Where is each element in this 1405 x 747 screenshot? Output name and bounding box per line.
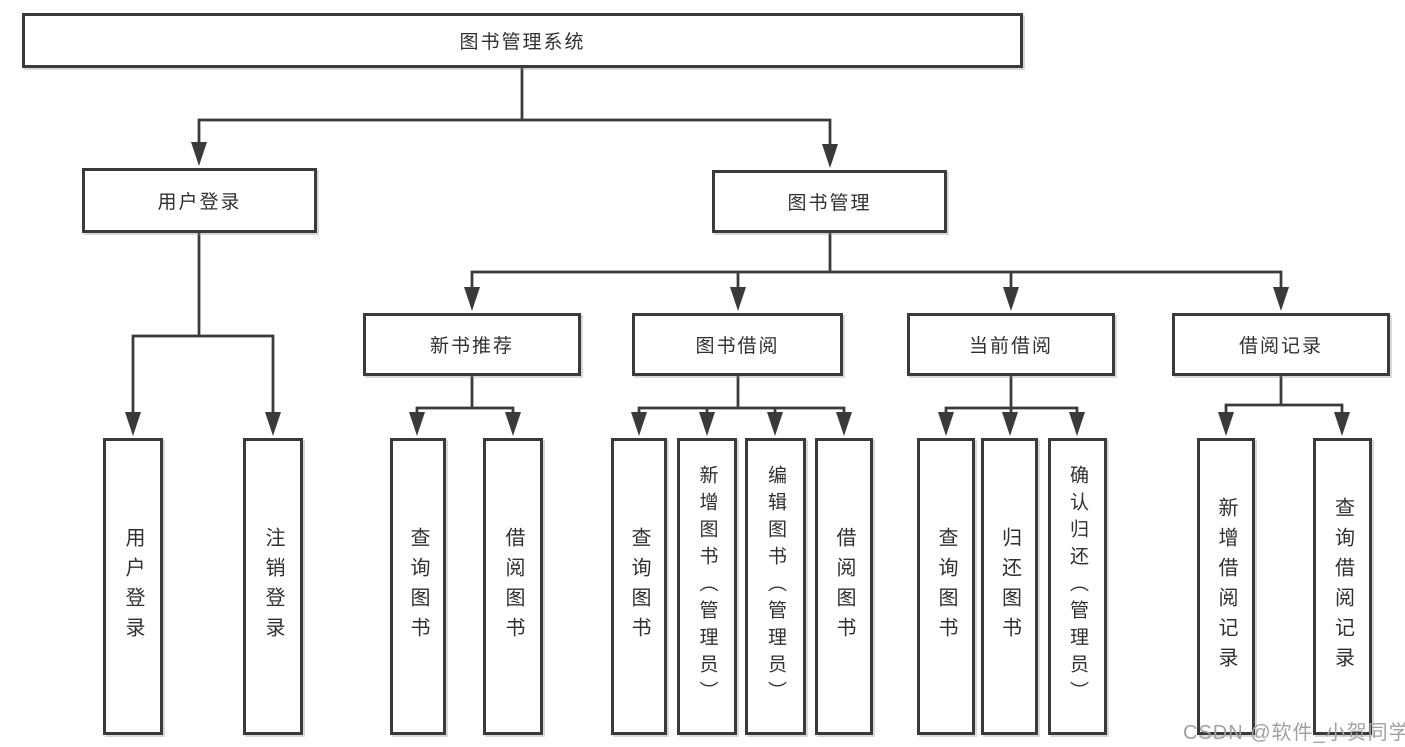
- connector-borrowrecord-to-leaves: [1224, 371, 1344, 416]
- leaf-logout: 注销登录: [243, 438, 303, 735]
- connector-bookmgmt-to-level2: [470, 231, 1283, 291]
- arrowhead: [1334, 412, 1350, 436]
- leaf-label: 借阅图书: [833, 526, 855, 647]
- node-label: 用户登录: [157, 192, 242, 213]
- leaf-label: 新增借阅记录: [1215, 496, 1237, 677]
- node-book-management: 图书管理: [712, 170, 947, 233]
- leaf-label: 编辑图书（管理员）: [765, 465, 786, 708]
- arrowhead: [265, 412, 281, 436]
- leaf-user-login: 用户登录: [103, 438, 163, 735]
- leaf-label: 查询图书: [935, 526, 957, 647]
- arrowhead: [191, 142, 207, 166]
- leaf-borrow-books: 借阅图书: [815, 438, 873, 735]
- arrowhead: [730, 287, 746, 311]
- leaf-query-books-current: 查询图书: [917, 438, 975, 735]
- node-label: 图书管理系统: [459, 32, 586, 53]
- leaf-label: 查询图书: [407, 526, 429, 647]
- arrowhead: [822, 144, 838, 168]
- node-new-book-recommendation: 新书推荐: [363, 313, 581, 376]
- leaf-label: 查询图书: [628, 526, 650, 647]
- leaf-edit-books-admin: 编辑图书（管理员）: [745, 438, 806, 735]
- arrowheads: [125, 142, 1350, 436]
- arrowhead: [767, 412, 783, 436]
- arrowhead: [409, 412, 425, 436]
- node-label: 借阅记录: [1238, 336, 1323, 357]
- arrowhead: [836, 412, 852, 436]
- leaf-label: 查询借阅记录: [1331, 496, 1354, 677]
- connector-userlogin-to-leaves: [131, 231, 275, 415]
- leaf-query-books-borrowing: 查询图书: [611, 438, 667, 735]
- arrowhead: [1273, 287, 1289, 311]
- node-book-borrowing: 图书借阅: [632, 313, 843, 376]
- leaf-label: 新增图书（管理员）: [696, 465, 718, 708]
- leaf-borrow-books-recommend: 借阅图书: [483, 438, 543, 735]
- node-label: 新书推荐: [429, 336, 514, 357]
- connector-bookborrow-to-leaves: [637, 374, 846, 416]
- leaf-add-borrow-record: 新增借阅记录: [1197, 438, 1255, 735]
- node-label: 当前借阅: [968, 336, 1053, 357]
- node-library-management-system: 图书管理系统: [22, 13, 1023, 68]
- leaf-label: 归还图书: [998, 526, 1021, 647]
- node-label: 图书管理: [787, 193, 872, 214]
- leaf-query-books-recommend: 查询图书: [390, 438, 446, 735]
- node-label: 图书借阅: [695, 336, 780, 357]
- connector-root-to-level1: [197, 66, 832, 147]
- csdn-watermark: CSDN @软件_小贺同学: [1183, 722, 1405, 744]
- node-current-borrowing: 当前借阅: [907, 313, 1115, 376]
- leaf-label: 确认归还（管理员）: [1067, 465, 1088, 708]
- leaf-label: 借阅图书: [502, 526, 524, 647]
- connector-currentborrow-to-leaves: [944, 373, 1079, 416]
- arrowhead: [699, 412, 715, 436]
- arrowhead: [1069, 412, 1085, 436]
- arrowhead: [1003, 287, 1019, 311]
- leaf-query-borrow-record: 查询借阅记录: [1313, 438, 1372, 735]
- arrowhead: [125, 412, 141, 436]
- arrowhead: [938, 412, 954, 436]
- leaf-add-books-admin: 新增图书（管理员）: [677, 438, 737, 735]
- leaf-return-books: 归还图书: [981, 438, 1038, 735]
- node-borrowing-records: 借阅记录: [1172, 313, 1390, 376]
- arrowhead: [1218, 412, 1234, 436]
- arrowhead: [1002, 412, 1018, 436]
- leaf-label: 注销登录: [262, 526, 284, 647]
- arrowhead: [631, 412, 647, 436]
- connector-newbook-to-leaves: [415, 374, 515, 416]
- leaf-label: 用户登录: [122, 526, 144, 647]
- arrowhead: [464, 287, 480, 311]
- node-user-login: 用户登录: [82, 168, 317, 233]
- arrowhead: [505, 412, 521, 436]
- leaf-confirm-return-admin: 确认归还（管理员）: [1048, 438, 1107, 735]
